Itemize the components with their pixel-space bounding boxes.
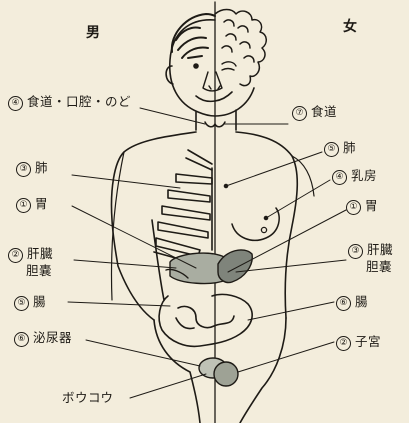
female-header: 女 <box>343 16 357 36</box>
label-male-bladder: ボウコウ <box>62 390 114 405</box>
female-eye <box>222 62 236 70</box>
liver <box>218 250 252 283</box>
male-rib-cage <box>154 150 212 262</box>
female-face <box>215 88 254 116</box>
female-torso-outline <box>236 132 297 318</box>
female-curls <box>215 10 266 86</box>
male-side-line <box>152 220 164 300</box>
female-shoulder <box>292 156 314 196</box>
male-eyebrow <box>188 56 202 58</box>
male-torso-outline <box>112 132 197 320</box>
female-lower <box>240 318 286 423</box>
male-header: 男 <box>86 22 100 42</box>
nipple <box>261 227 266 232</box>
female-smile <box>215 92 232 101</box>
male-eye <box>194 64 198 68</box>
intestines <box>159 294 252 346</box>
female-breast <box>232 208 279 240</box>
male-smile <box>196 96 215 101</box>
male-lower <box>154 320 200 423</box>
uterus <box>214 362 238 386</box>
